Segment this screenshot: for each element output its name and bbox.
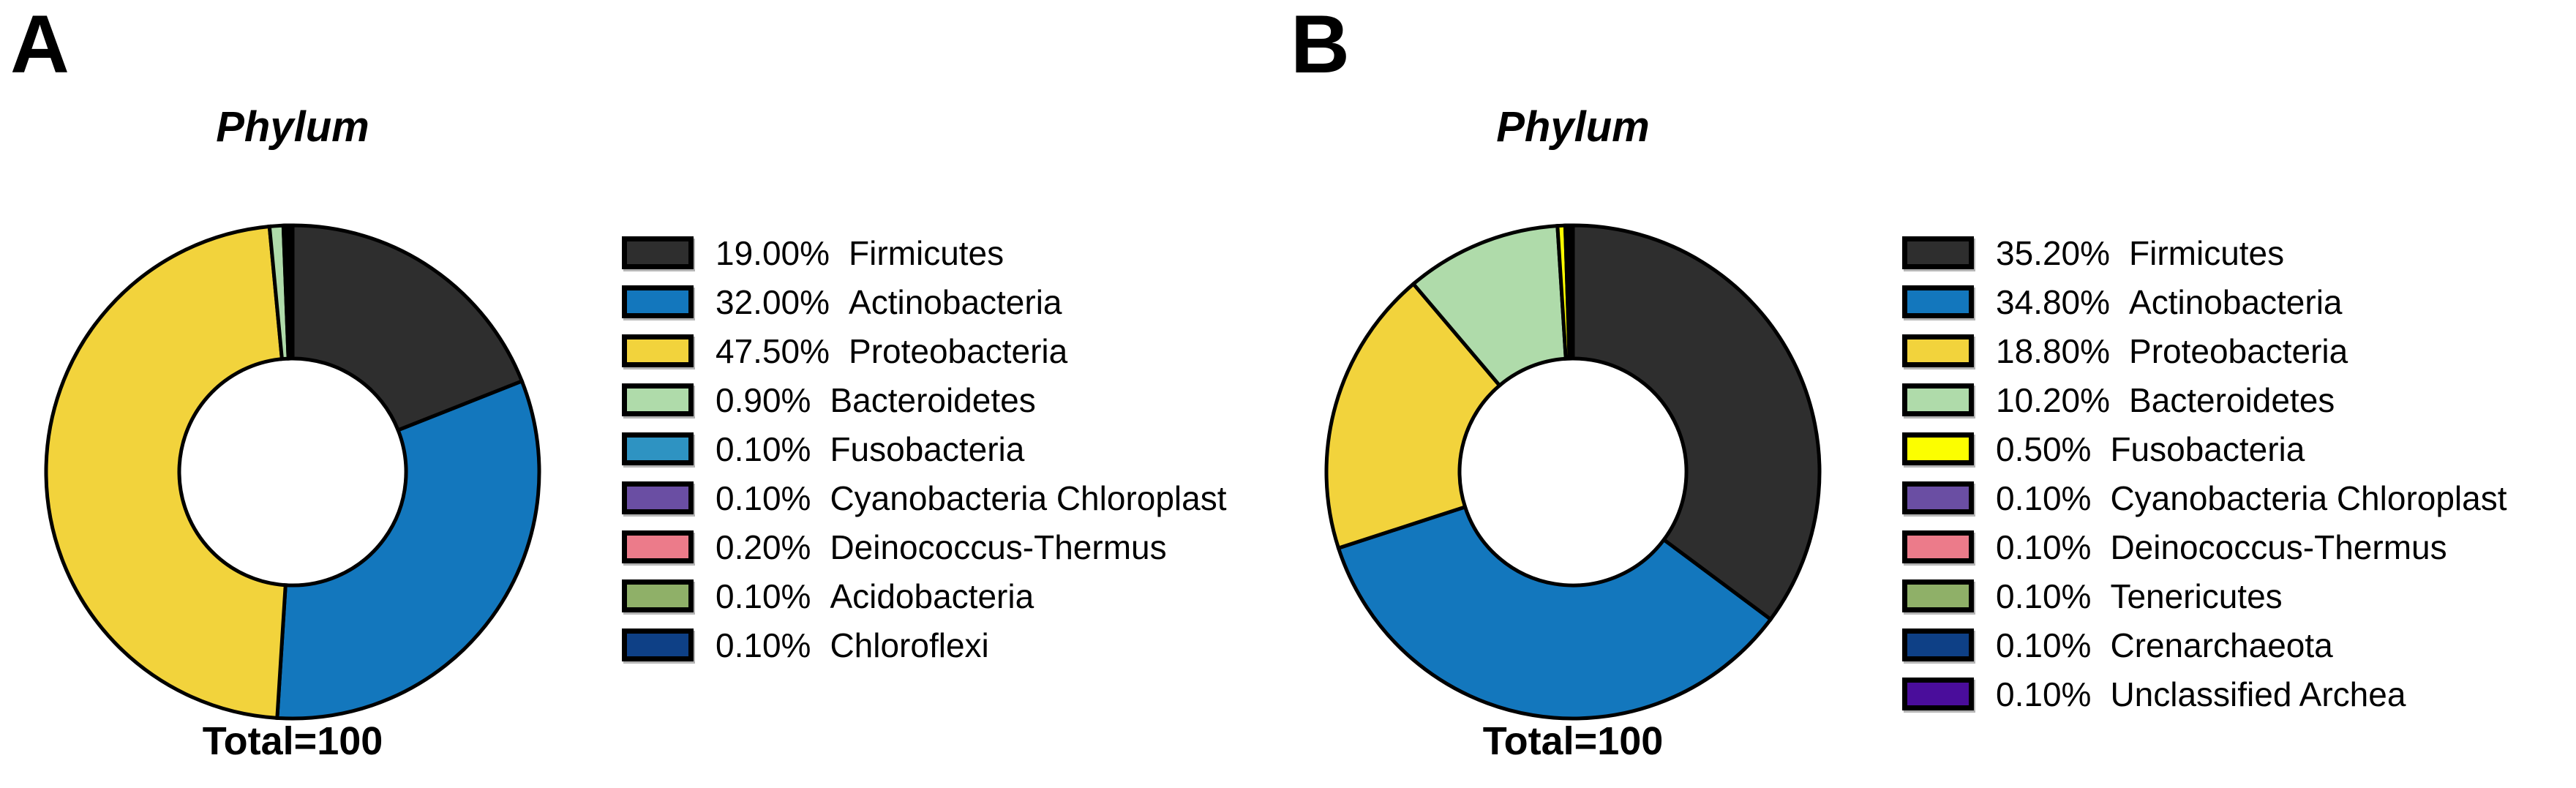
legend-row: 18.80% Proteobacteria: [1902, 326, 2507, 375]
donut-slice: [1569, 223, 1575, 361]
legend-name: Unclassified Archea: [2110, 675, 2406, 713]
legend-swatch: [622, 628, 694, 661]
legend-percent: 32.00%: [716, 282, 830, 321]
legend-row: 0.10% Chloroflexi: [622, 620, 1227, 669]
legend-swatch: [1902, 334, 1974, 367]
donut-slice: [1324, 281, 1503, 551]
legend-percent: 0.90%: [716, 380, 811, 419]
legend-row: 0.10% Unclassified Archea: [1902, 669, 2507, 718]
legend-a: 19.00% Firmicutes 32.00% Actinobacteria 47.5…: [622, 228, 1227, 669]
legend-name: Actinobacteria: [849, 282, 1062, 321]
total-label-b: Total=100: [1482, 719, 1664, 763]
legend-name: Actinobacteria: [2129, 282, 2343, 321]
legend-row: 0.10% Fusobacteria: [622, 424, 1227, 473]
legend-percent: 0.10%: [1996, 577, 2092, 615]
donut-slice: [275, 378, 541, 721]
legend-percent: 35.20%: [1996, 233, 2111, 272]
legend-name: Cyanobacteria Chloroplast: [2110, 479, 2507, 517]
legend-swatch: [622, 579, 694, 612]
legend-swatch: [622, 236, 694, 269]
legend-swatch: [1902, 285, 1974, 318]
panel-a: A Phylum 19.00% Firmicutes 32.00% Actinobac…: [10, 0, 1227, 763]
legend-swatch: [622, 383, 694, 416]
legend-percent: 0.10%: [716, 577, 811, 615]
donut-slice: [289, 223, 295, 361]
legend-percent: 0.10%: [716, 626, 811, 664]
legend-name: Deinococcus-Thermus: [2110, 528, 2447, 566]
legend-name: Tenericutes: [2110, 577, 2283, 615]
legend-percent: 19.00%: [716, 233, 830, 272]
legend-percent: 47.50%: [716, 331, 830, 370]
legend-name: Bacteroidetes: [830, 380, 1036, 419]
panel-b: B Phylum 35.20% Firmicutes 34.80% Actinobac…: [1280, 0, 2576, 788]
donut-slice: [1336, 504, 1773, 721]
chart-title-b: Phylum: [1496, 103, 1650, 151]
total-label-a: Total=100: [202, 719, 383, 763]
legend-percent: 0.50%: [1996, 429, 2092, 468]
legend-percent: 0.10%: [716, 479, 811, 517]
donut-slice: [1411, 224, 1568, 389]
legend-percent: 0.10%: [1996, 675, 2092, 713]
legend-swatch: [1902, 236, 1974, 269]
legend-row: 0.50% Fusobacteria: [1902, 424, 2507, 473]
legend-percent: 10.20%: [1996, 380, 2111, 419]
legend-swatch: [1902, 383, 1974, 416]
legend-swatch: [1902, 579, 1974, 612]
legend-row: 10.20% Bacteroidetes: [1902, 375, 2507, 424]
donut-slice: [1571, 223, 1822, 622]
legend-percent: 0.20%: [716, 528, 811, 566]
legend-percent: 0.10%: [716, 429, 811, 468]
legend-name: Cyanobacteria Chloroplast: [830, 479, 1227, 517]
legend-b: 35.20% Firmicutes 34.80% Actinobacteria 18.8…: [1902, 228, 2507, 718]
legend-row: 35.20% Firmicutes: [1902, 228, 2507, 277]
legend-swatch: [1902, 628, 1974, 661]
legend-swatch: [1902, 432, 1974, 465]
legend-name: Proteobacteria: [2129, 331, 2348, 370]
legend-swatch: [622, 432, 694, 465]
legend-row: 19.00% Firmicutes: [622, 228, 1227, 277]
legend-row: 32.00% Actinobacteria: [622, 277, 1227, 326]
legend-row: 47.50% Proteobacteria: [622, 326, 1227, 375]
legend-row: 0.10% Cyanobacteria Chloroplast: [622, 473, 1227, 522]
legend-row: 0.10% Tenericutes: [1902, 571, 2507, 620]
legend-percent: 0.10%: [1996, 626, 2092, 664]
legend-row: 0.20% Deinococcus-Thermus: [622, 522, 1227, 571]
chart-title-a: Phylum: [216, 103, 369, 151]
legend-name: Chloroflexi: [830, 626, 989, 664]
legend-percent: 0.10%: [1996, 479, 2092, 517]
legend-name: Firmicutes: [2129, 233, 2285, 272]
legend-swatch: [1902, 481, 1974, 514]
legend-name: Bacteroidetes: [2129, 380, 2335, 419]
panel-b-label: B: [1291, 0, 1350, 90]
legend-swatch: [1902, 678, 1974, 710]
legend-name: Firmicutes: [849, 233, 1005, 272]
legend-swatch: [622, 334, 694, 367]
legend-swatch: [1902, 530, 1974, 563]
legend-swatch: [622, 285, 694, 318]
legend-percent: 34.80%: [1996, 282, 2111, 321]
panel-a-label: A: [10, 0, 70, 90]
legend-percent: 0.10%: [1996, 528, 2092, 566]
donut-slice: [290, 223, 525, 433]
legend-row: 0.10% Acidobacteria: [622, 571, 1227, 620]
legend-name: Fusobacteria: [2110, 429, 2305, 468]
legend-row: 34.80% Actinobacteria: [1902, 277, 2507, 326]
donut-chart-b: [1324, 223, 1822, 721]
legend-row: 0.90% Bacteroidetes: [622, 375, 1227, 424]
legend-row: 0.10% Deinococcus-Thermus: [1902, 522, 2507, 571]
legend-name: Acidobacteria: [830, 577, 1034, 615]
donut-slice: [44, 224, 288, 720]
legend-name: Deinococcus-Thermus: [830, 528, 1167, 566]
legend-row: 0.10% Cyanobacteria Chloroplast: [1902, 473, 2507, 522]
legend-name: Proteobacteria: [849, 331, 1068, 370]
legend-row: 0.10% Crenarchaeota: [1902, 620, 2507, 669]
legend-percent: 18.80%: [1996, 331, 2111, 370]
legend-name: Crenarchaeota: [2110, 626, 2333, 664]
legend-swatch: [622, 530, 694, 563]
legend-swatch: [622, 481, 694, 514]
donut-chart-a: [44, 223, 541, 721]
legend-name: Fusobacteria: [830, 429, 1025, 468]
